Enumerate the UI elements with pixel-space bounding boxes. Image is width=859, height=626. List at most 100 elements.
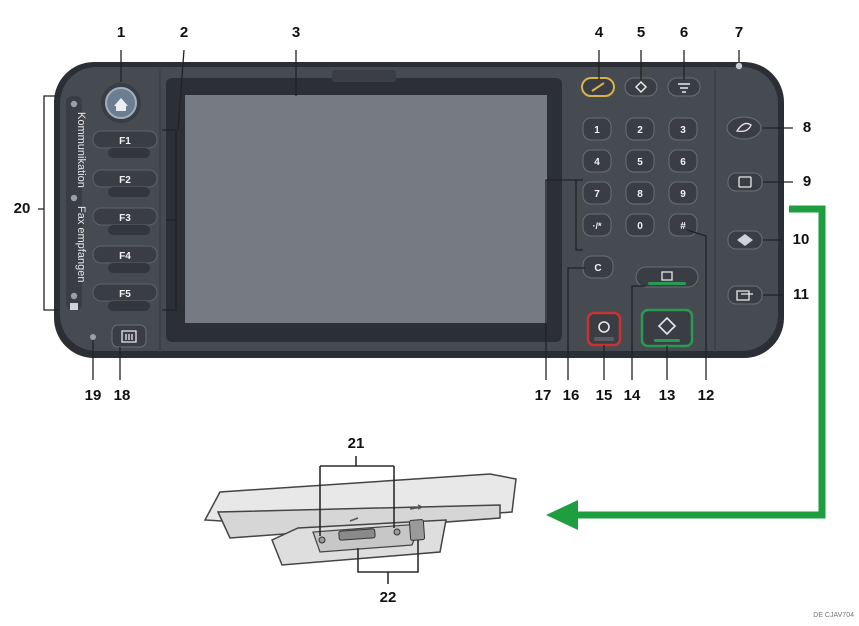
- energy-saver-key[interactable]: [726, 116, 762, 140]
- indicator-led: [70, 292, 78, 300]
- keypad-key-label: 9: [680, 189, 686, 200]
- leader-line: [545, 179, 583, 380]
- callout-6: 6: [680, 24, 688, 41]
- keypad-key-label: 4: [594, 157, 600, 168]
- start-indicator: [654, 339, 680, 342]
- function-key-lower: [108, 225, 150, 235]
- indicator-strip: [66, 96, 82, 310]
- indicator-led: [70, 194, 78, 202]
- leader-line: [162, 49, 185, 311]
- function-key-lower: [108, 187, 150, 197]
- callout-11: 11: [793, 286, 809, 303]
- sample-copy-icon: [736, 290, 753, 301]
- function-key-lower: [108, 148, 150, 158]
- keypad-key[interactable]: [582, 149, 612, 173]
- leader-line: [686, 229, 707, 380]
- callout-9: 9: [803, 173, 811, 190]
- keypad-key[interactable]: [668, 181, 698, 205]
- interrupt-indicator: [648, 282, 686, 285]
- callout-21: 21: [348, 435, 365, 452]
- keypad-key-label: 7: [594, 189, 600, 200]
- leader-line: [567, 267, 585, 380]
- callout-20: 20: [14, 200, 31, 217]
- check-status-icon: [121, 330, 137, 343]
- callout-3: 3: [292, 24, 300, 41]
- start-icon: [657, 316, 677, 336]
- keypad-key-label: 3: [680, 125, 686, 136]
- access-lamp: [393, 528, 401, 536]
- memory-card-icon: [70, 303, 78, 310]
- indicator-led: [70, 100, 78, 108]
- keypad-key-label: #: [680, 221, 686, 232]
- callout-1: 1: [117, 24, 125, 41]
- power-indicator: [735, 62, 743, 70]
- keypad-key-label: 0: [637, 221, 643, 232]
- clear-key-label: C: [594, 263, 601, 274]
- communication-label: Kommunikation: [75, 112, 87, 188]
- clear-key[interactable]: [582, 255, 614, 279]
- callout-7: 7: [735, 24, 743, 41]
- callout-19: 19: [85, 387, 102, 404]
- keypad-key[interactable]: [668, 117, 698, 141]
- function-key-label: F3: [119, 213, 131, 224]
- detail-arrow-head: [546, 500, 578, 530]
- interrupt-icon: [661, 271, 673, 281]
- callout-2: 2: [180, 24, 188, 41]
- keypad-key-label: 1: [594, 125, 600, 136]
- keypad-key[interactable]: [582, 117, 612, 141]
- keypad-key-label: 8: [637, 189, 643, 200]
- sd-card-slot[interactable]: [338, 528, 376, 541]
- keypad-key[interactable]: [625, 117, 655, 141]
- usb-port[interactable]: [408, 519, 426, 541]
- keypad-key-label: 6: [680, 157, 686, 168]
- sd-card-icon: [349, 517, 359, 522]
- leaf-icon: [735, 122, 752, 133]
- leader-line: [357, 540, 419, 584]
- keypad-key[interactable]: [582, 213, 612, 237]
- keypad-key[interactable]: [625, 181, 655, 205]
- callout-14: 14: [624, 387, 641, 404]
- user-tools-key[interactable]: [624, 77, 658, 97]
- function-key-label: F5: [119, 289, 131, 300]
- callout-18: 18: [114, 387, 131, 404]
- callout-13: 13: [659, 387, 676, 404]
- callout-10: 10: [793, 231, 810, 248]
- callout-12: 12: [698, 387, 715, 404]
- simple-screen-key[interactable]: [667, 77, 701, 97]
- program-key[interactable]: [727, 172, 763, 192]
- main-power-indicator: [90, 334, 96, 340]
- keypad-key[interactable]: [625, 213, 655, 237]
- access-lamp: [318, 536, 326, 544]
- keypad-key-label: 5: [637, 157, 643, 168]
- home-icon: [114, 98, 128, 111]
- leader-line: [319, 456, 395, 536]
- keypad-key-label: 2: [637, 125, 643, 136]
- usb-icon: [409, 504, 424, 510]
- program-icon: [738, 176, 752, 188]
- function-keys: F1 F2 F3 F4 F5: [92, 130, 158, 311]
- callout-16: 16: [563, 387, 580, 404]
- callout-17: 17: [535, 387, 552, 404]
- clear-modes-icon: [737, 234, 753, 246]
- keypad-key-label: ·/*: [593, 221, 602, 231]
- login-icon: [591, 82, 605, 92]
- touch-screen[interactable]: [185, 95, 547, 323]
- callout-4: 4: [595, 24, 604, 41]
- keypad-key[interactable]: [668, 149, 698, 173]
- function-key-label: F2: [119, 175, 131, 186]
- stop-key-base: [594, 337, 614, 341]
- user-tools-icon: [634, 80, 648, 94]
- leader-line: [38, 95, 58, 311]
- function-key-lower: [108, 301, 150, 311]
- sample-copy-key[interactable]: [727, 285, 763, 305]
- callout-15: 15: [596, 387, 613, 404]
- callout-8: 8: [803, 119, 811, 136]
- keypad-key[interactable]: [582, 181, 612, 205]
- panel-side-face: [216, 504, 501, 539]
- function-key-label: F1: [119, 136, 131, 147]
- image-code: DE CJAV704: [813, 612, 854, 619]
- keypad-key[interactable]: [625, 149, 655, 173]
- callout-5: 5: [637, 24, 645, 41]
- screen-tab: [332, 70, 396, 82]
